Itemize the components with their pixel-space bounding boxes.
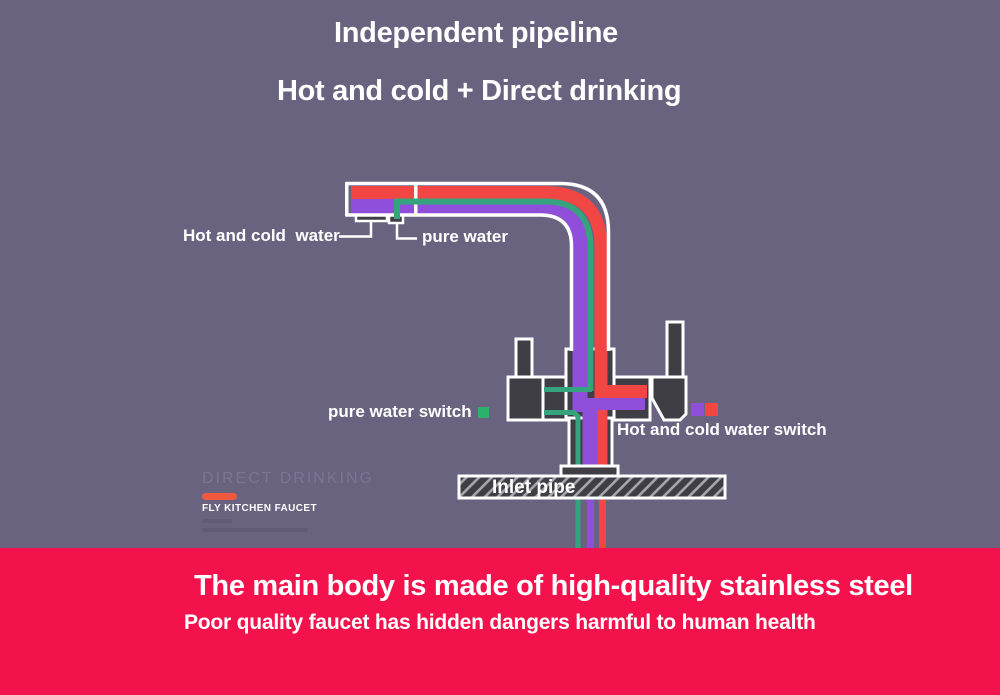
spout-inner-outline (346, 213, 574, 351)
spout-outer-outline (346, 181, 611, 351)
bottom-banner: The main body is made of high-quality st… (0, 548, 1000, 695)
hot-cold-switch-label: Hot and cold water switch (617, 420, 827, 439)
hot-cold-pipe-red (351, 186, 608, 467)
faint-watermark-line-1 (202, 519, 232, 523)
direct-drinking-watermark: DIRECT DRINKING (202, 470, 374, 487)
right-handle-stem (665, 320, 685, 382)
left-handle-stem (514, 337, 534, 383)
right-valve-handle (650, 375, 688, 422)
pure-water-outlet-label: pure water (422, 227, 508, 246)
left-valve-handle (506, 375, 545, 422)
pure-water-switch-swatch (478, 407, 489, 418)
faint-watermark-line-2 (202, 528, 308, 532)
pure-water-pipe-green (394, 198, 594, 391)
hot-cold-switch-swatch-purple (691, 403, 704, 416)
hot-cold-pipe-purple (351, 199, 588, 412)
page-subtitle: Hot and cold + Direct drinking (277, 75, 682, 107)
page-title: Independent pipeline (334, 17, 619, 49)
inlet-pipe-label: Inlet pipe (492, 477, 576, 498)
brand-accent-bar (202, 493, 237, 500)
pure-water-switch-label: pure water switch (328, 402, 472, 421)
brand-name: FLY KITCHEN FAUCET (202, 503, 317, 514)
pure-water-callout-line (395, 223, 417, 240)
banner-heading: The main body is made of high-quality st… (194, 570, 913, 602)
hot-cold-outlet-label: Hot and cold water (183, 226, 340, 245)
spout-left-cap (345, 182, 349, 217)
hot-cold-switch-swatch-red (705, 403, 718, 416)
inlet-pipe-bar (457, 474, 727, 500)
banner-subheading: Poor quality faucet has hidden dangers h… (184, 611, 816, 634)
hot-cold-callout-line (339, 221, 373, 238)
